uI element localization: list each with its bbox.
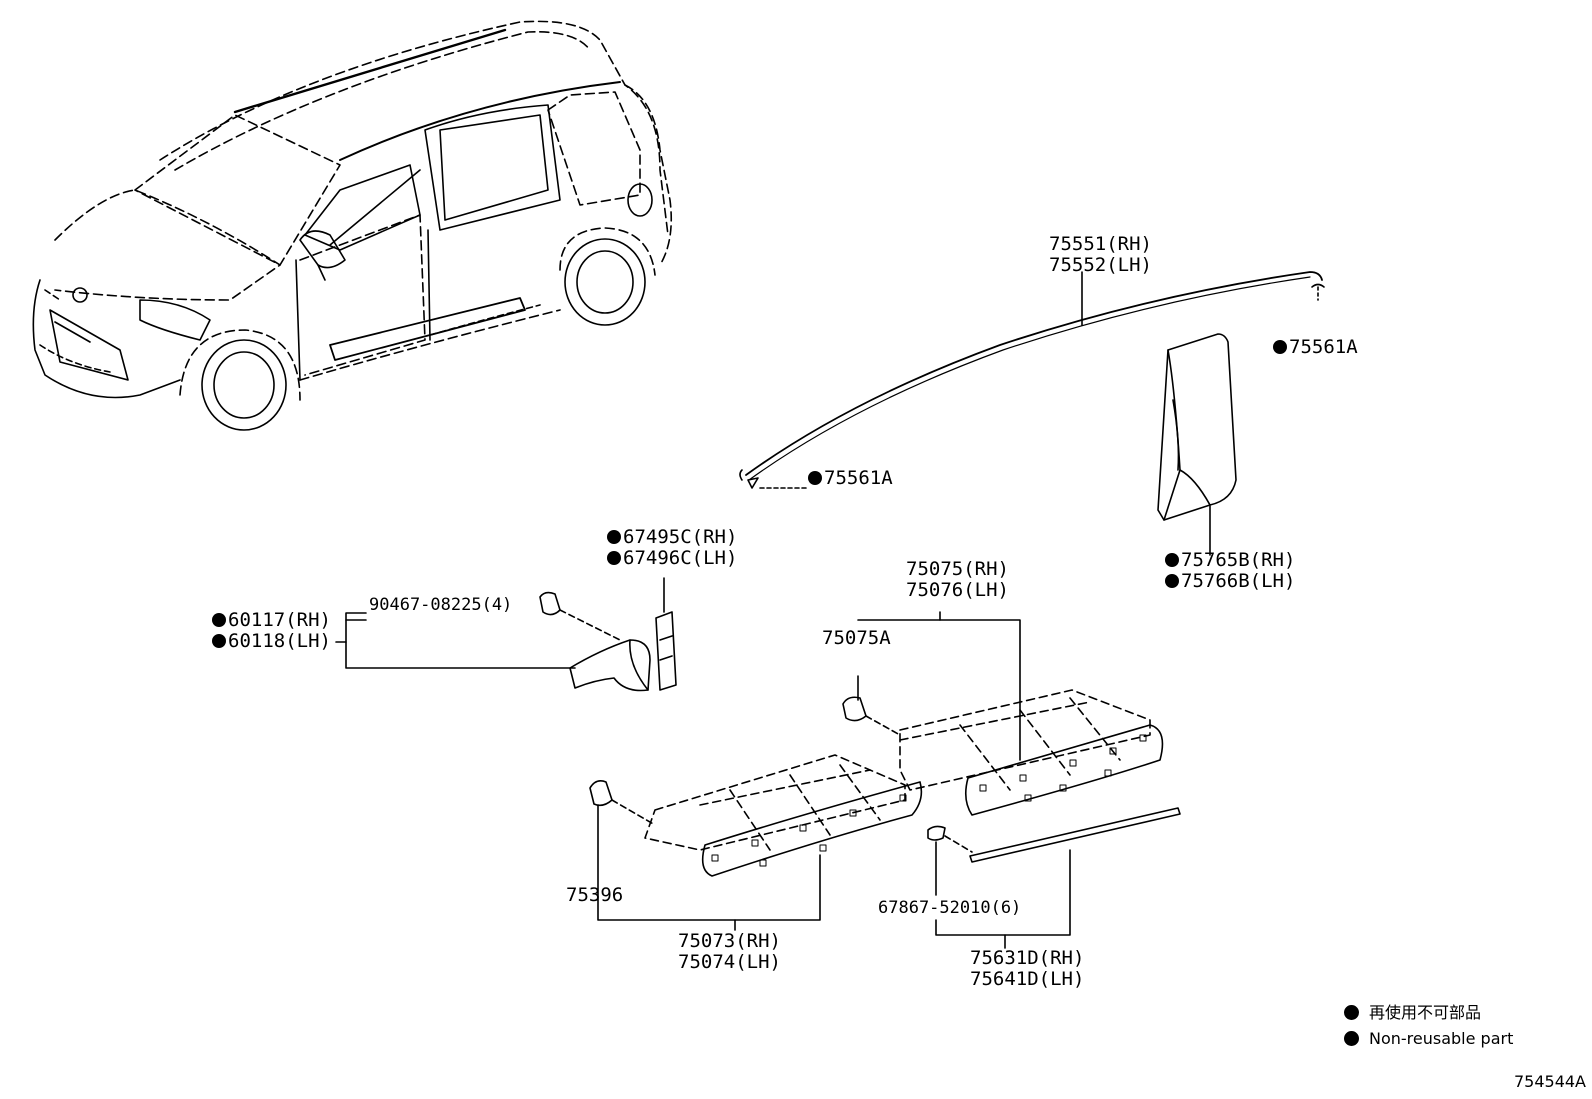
part-label-75765b: 75765B(RH) bbox=[1165, 550, 1295, 571]
non-reusable-dot-icon bbox=[607, 530, 621, 544]
vehicle-illustration bbox=[32, 20, 673, 431]
non-reusable-dot-icon bbox=[212, 634, 226, 648]
non-reusable-dot-icon bbox=[212, 613, 226, 627]
roof-drip-molding bbox=[739, 271, 1325, 489]
part-label-67495c: 67495C(RH) bbox=[607, 527, 737, 548]
part-label-75075a: 75075A bbox=[822, 627, 891, 649]
part-label-75073: 75073(RH) bbox=[678, 930, 781, 952]
non-reusable-dot-icon bbox=[1165, 553, 1179, 567]
part-label-75075: 75075(RH) bbox=[906, 558, 1009, 580]
part-label-75641d: 75641D(LH) bbox=[970, 968, 1085, 990]
non-reusable-dot-icon bbox=[1344, 1031, 1359, 1046]
non-reusable-dot-icon bbox=[808, 471, 822, 485]
part-label-67867: 67867-52010(6) bbox=[878, 898, 1022, 918]
pillar-garnish bbox=[1157, 333, 1237, 556]
part-label-75396: 75396 bbox=[566, 884, 624, 906]
part-label-75076: 75076(LH) bbox=[906, 579, 1009, 601]
part-label-75766b: 75766B(LH) bbox=[1165, 571, 1295, 592]
rear-side-garnish bbox=[842, 611, 1164, 816]
legend-japanese: 再使用不可部品 bbox=[1344, 1003, 1481, 1023]
non-reusable-dot-icon bbox=[1165, 574, 1179, 588]
legend-english: Non-reusable part bbox=[1344, 1029, 1513, 1049]
front-pillar-parts bbox=[335, 577, 677, 692]
part-label-60117: 60117(RH) bbox=[212, 610, 331, 631]
part-label-75561a-top: 75561A bbox=[1273, 337, 1358, 358]
front-door-garnish bbox=[589, 754, 923, 931]
non-reusable-dot-icon bbox=[1344, 1005, 1359, 1020]
part-label-60118: 60118(LH) bbox=[212, 631, 331, 652]
non-reusable-dot-icon bbox=[607, 551, 621, 565]
diagram-reference-code: 754544A bbox=[1513, 1072, 1586, 1091]
part-label-75551: 75551(RH) bbox=[1049, 233, 1152, 255]
part-label-90467: 90467-08225(4) bbox=[369, 595, 513, 615]
non-reusable-dot-icon bbox=[1273, 340, 1287, 354]
part-label-75631d: 75631D(RH) bbox=[970, 947, 1085, 969]
part-label-75552: 75552(LH) bbox=[1049, 254, 1152, 276]
side-protector-molding bbox=[927, 807, 1181, 949]
part-label-75074: 75074(LH) bbox=[678, 951, 781, 973]
part-label-75561a-mid: 75561A bbox=[808, 468, 893, 489]
part-label-67496c: 67496C(LH) bbox=[607, 548, 737, 569]
